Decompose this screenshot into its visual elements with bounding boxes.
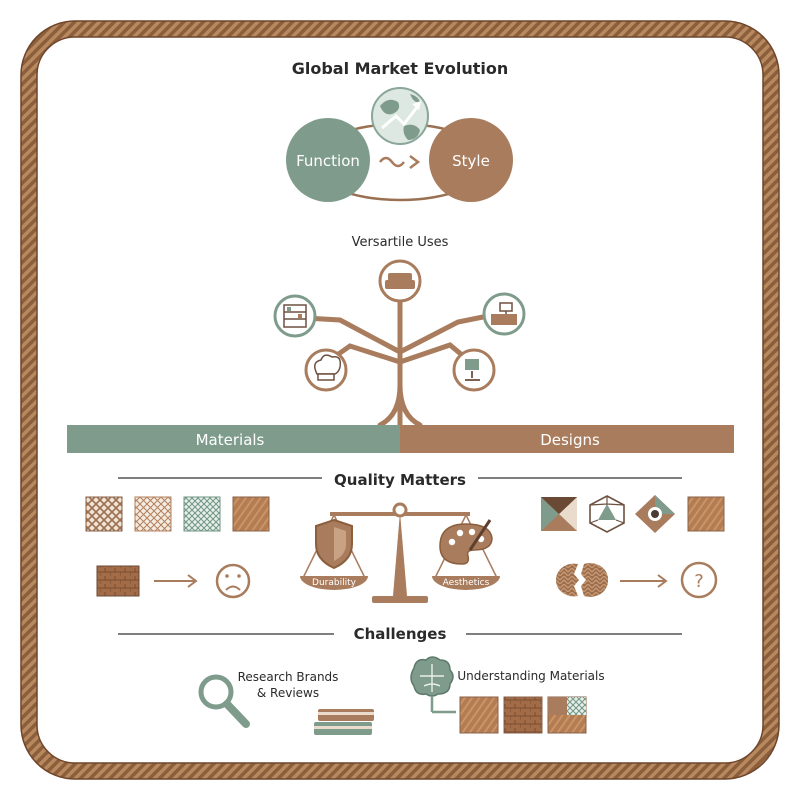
arrow-right-icon: [154, 574, 198, 588]
question-mark-icon: ?: [680, 561, 718, 599]
challenges-heading: Challenges: [354, 625, 447, 643]
wave-arrow-icon: [379, 155, 421, 169]
brain-icon: [410, 656, 456, 714]
design-swatch-quilt: [541, 497, 577, 531]
kitchen-shelf-icon: [273, 294, 317, 338]
designs-label: Designs: [540, 431, 600, 449]
palette-icon: [439, 519, 493, 565]
shield-icon: [315, 518, 353, 570]
research-label-line2: & Reviews: [257, 686, 319, 700]
magnifier-icon: [198, 674, 250, 728]
materials-designs-bar: Materials Designs: [67, 425, 734, 453]
chef-hat-icon: [304, 348, 348, 392]
function-label: Function: [296, 152, 360, 170]
worn-material-swatch: [96, 565, 140, 597]
understanding-materials-label: Understanding Materials: [457, 669, 604, 683]
material-sample-wood: [459, 696, 499, 734]
aesthetics-label: Aesthetics: [443, 578, 490, 588]
uses-heading: Versartile Uses: [352, 235, 449, 250]
material-sample-mixed: [547, 696, 587, 734]
function-circle: Function: [286, 118, 370, 202]
style-label: Style: [452, 152, 490, 170]
sofa-icon: [378, 259, 422, 303]
globe-icon: [371, 87, 429, 145]
office-chair-icon: [452, 348, 496, 392]
research-label-line1: Research Brands: [238, 670, 339, 684]
design-swatch-diamond: [635, 495, 675, 533]
material-swatch-weave: [85, 496, 123, 532]
broken-design-icon: [555, 563, 609, 597]
style-circle: Style: [429, 118, 513, 202]
design-swatch-geodesic: [589, 495, 625, 533]
quality-heading: Quality Matters: [334, 471, 466, 489]
durability-label: Durability: [312, 578, 357, 588]
books-icon: [314, 709, 374, 735]
design-swatch-wood: [687, 496, 725, 532]
material-sample-weave: [503, 696, 543, 734]
rope-frame: [21, 21, 779, 779]
main-title: Global Market Evolution: [292, 59, 509, 78]
material-swatch-wood: [232, 496, 270, 532]
desk-icon: [482, 292, 526, 336]
material-swatch-green-mesh: [183, 496, 221, 532]
material-swatch-lattice: [134, 496, 172, 532]
question-symbol: ?: [694, 571, 704, 592]
sad-face-icon: [215, 563, 251, 599]
materials-label: Materials: [196, 431, 265, 449]
arrow-right-icon: [620, 574, 668, 588]
